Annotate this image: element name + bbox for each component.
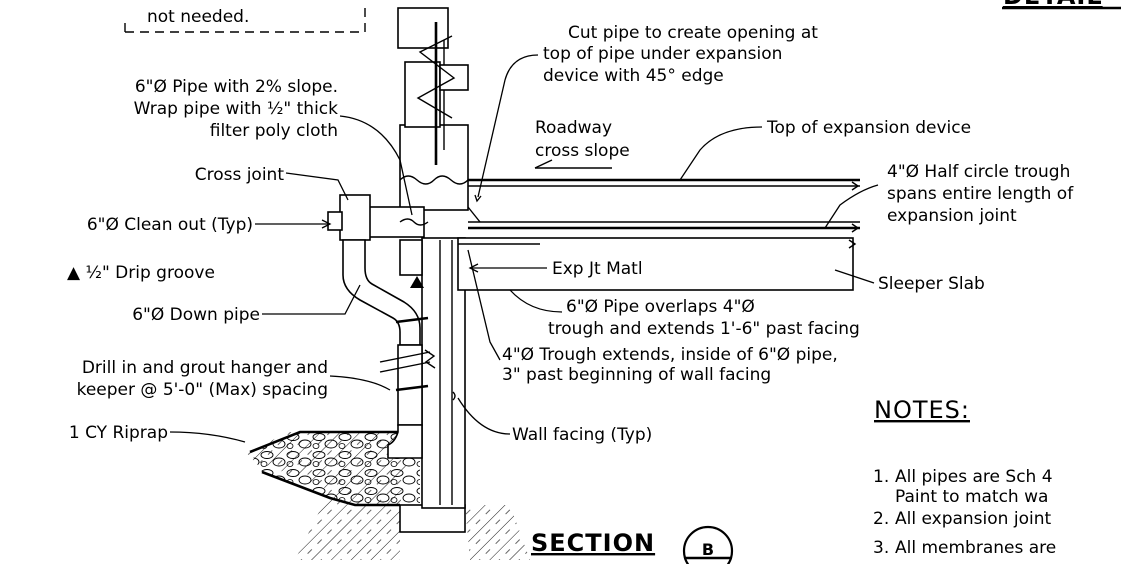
label-trough-extends: 4"Ø Trough extends, inside of 6"Ø pipe, … (502, 345, 838, 385)
drip-groove-marker (410, 276, 424, 288)
note-item: 1. All pipes are Sch 4 Paint to match wa (873, 467, 1053, 507)
label-drill-grout-line-2: keeper @ 5'-0" (Max) spacing (77, 380, 328, 400)
label-trough-line-2: spans entire length of (887, 184, 1074, 204)
notes-block: NOTES: 1. All pipes are Sch 4 Paint to m… (873, 396, 1056, 558)
down-pipe (342, 239, 436, 459)
detail-header: DETAIL (1002, 0, 1121, 10)
label-down-pipe: 6"Ø Down pipe (132, 305, 260, 325)
note-number: 2. (873, 509, 889, 529)
section-bubble (682, 525, 734, 564)
cross-slope-arrow (534, 159, 612, 169)
label-cut-pipe-line-1: Cut pipe to create opening at (568, 23, 818, 43)
label-pipe-overlaps-line-2: trough and extends 1'-6" past facing (548, 319, 860, 339)
label-exp-jt-matl: Exp Jt Matl (552, 259, 643, 279)
section-title-text: SECTION (531, 529, 655, 557)
label-roadway-line-2: cross slope (535, 141, 630, 161)
note-number: 3. (873, 538, 889, 558)
ground-and-riprap (240, 430, 530, 560)
note-number: 1. (873, 467, 889, 487)
label-roadway: Roadway cross slope (535, 118, 630, 161)
top-note-text: not needed. (147, 7, 249, 27)
label-wall-facing: Wall facing (Typ) (512, 425, 652, 445)
label-cut-pipe-line-2: top of pipe under expansion (543, 44, 782, 64)
label-pipe-slope: 6"Ø Pipe with 2% slope. Wrap pipe with ½… (134, 77, 338, 141)
note-item: 2. All expansion joint (873, 509, 1051, 529)
label-roadway-line-1: Roadway (535, 118, 612, 138)
section-bubble-letter: B (702, 540, 714, 559)
label-cut-pipe: Cut pipe to create opening at top of pip… (543, 23, 818, 86)
label-drip-groove: ▲ ½" Drip groove (67, 263, 215, 283)
label-trough: 4"Ø Half circle trough spans entire leng… (887, 162, 1074, 226)
sleeper-slab (399, 237, 857, 291)
label-pipe-slope-line-1: 6"Ø Pipe with 2% slope. (135, 77, 338, 97)
note-line: All expansion joint (895, 509, 1051, 529)
leader-lines (169, 54, 879, 443)
label-pipe-slope-line-2: Wrap pipe with ½" thick (134, 99, 338, 119)
label-top-of-expansion: Top of expansion device (766, 118, 971, 138)
notes-title: NOTES: (874, 396, 970, 424)
expansion-device-assembly (397, 7, 469, 211)
section-title: SECTION B (531, 525, 734, 564)
label-riprap: 1 CY Riprap (69, 423, 168, 443)
label-trough-extends-line-1: 4"Ø Trough extends, inside of 6"Ø pipe, (502, 345, 838, 365)
wall-footing (399, 504, 466, 533)
note-item: 3. All membranes are (873, 538, 1056, 558)
note-line: All membranes are (895, 538, 1056, 558)
label-cut-pipe-line-3: device with 45° edge (543, 66, 724, 86)
label-trough-extends-line-2: 3" past beginning of wall facing (502, 365, 771, 385)
label-clean-out: 6"Ø Clean out (Typ) (87, 215, 253, 235)
detail-header-text: DETAIL (1003, 0, 1103, 10)
label-trough-line-3: expansion joint (887, 206, 1017, 226)
deck-slab (467, 178, 860, 233)
top-note-box: not needed. (124, 7, 366, 33)
note-line: All pipes are Sch 4 (895, 467, 1053, 487)
label-trough-line-1: 4"Ø Half circle trough (887, 162, 1070, 182)
label-sleeper-slab: Sleeper Slab (878, 274, 985, 294)
label-pipe-overlaps: 6"Ø Pipe overlaps 4"Ø trough and extends… (548, 297, 860, 339)
label-drill-grout: Drill in and grout hanger and keeper @ 5… (77, 358, 328, 400)
label-cross-joint: Cross joint (195, 165, 285, 185)
note-line: Paint to match wa (895, 487, 1048, 507)
label-drill-grout-line-1: Drill in and grout hanger and (82, 358, 328, 378)
label-pipe-slope-line-3: filter poly cloth (210, 121, 338, 141)
label-pipe-overlaps-line-1: 6"Ø Pipe overlaps 4"Ø (566, 297, 755, 317)
